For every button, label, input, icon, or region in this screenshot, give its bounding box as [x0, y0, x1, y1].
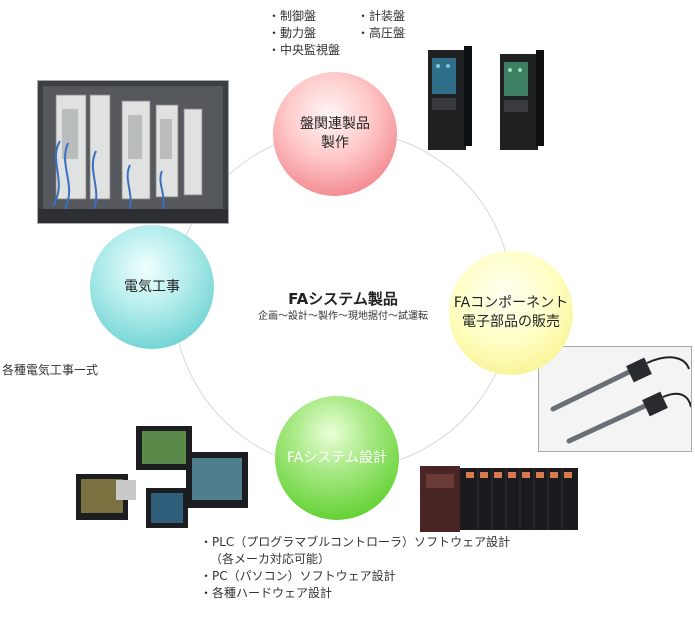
- heater-components-photo: [538, 346, 692, 452]
- design-services-list: ・PLC（プログラマブルコントローラ）ソフトウェア設計 （各メーカ対応可能） ・…: [200, 534, 510, 602]
- controller-units-image: [428, 46, 544, 150]
- heater-components-image: [539, 347, 691, 451]
- plc-module-image: [420, 466, 578, 532]
- fa-system-design-node: FAシステム設計: [275, 396, 399, 520]
- electrical-work-node: 電気工事: [90, 225, 214, 349]
- list-item: ・計装盤: [357, 9, 406, 23]
- fa-component-node: FAコンポーネント 電子部品の販売: [449, 251, 573, 375]
- touch-panels-photo: [76, 422, 258, 540]
- control-panel-image: [38, 81, 228, 223]
- fa-component-label-2: 電子部品の販売: [462, 314, 560, 330]
- list-item: ・動力盤: [268, 26, 317, 40]
- plc-module-photo: [420, 464, 578, 534]
- list-item: ・高圧盤: [357, 26, 406, 40]
- panel-products-label-2: 製作: [321, 135, 349, 151]
- panel-types-list-2: ・計装盤 ・高圧盤: [357, 8, 405, 42]
- electrical-work-label: 電気工事: [124, 278, 180, 295]
- panel-products-node: 盤関連製品 製作: [273, 72, 397, 196]
- fa-system-design-label: FAシステム設計: [287, 449, 387, 466]
- center-subtitle: 企画～設計～製作～現地据付～試運転: [258, 311, 428, 322]
- controller-units-photo: [424, 42, 552, 154]
- panel-types-list-1: ・制御盤 ・動力盤 ・中央監視盤: [268, 8, 340, 59]
- fa-component-label-1: FAコンポーネント: [453, 295, 569, 311]
- panel-products-label-1: 盤関連製品: [300, 116, 370, 132]
- list-item: （各メーカ対応可能）: [210, 552, 331, 566]
- center-title: FAシステム製品: [288, 290, 398, 308]
- list-item: ・各種ハードウェア設計: [200, 586, 333, 600]
- touch-panels-image: [76, 426, 248, 528]
- electrical-work-note: 各種電気工事一式: [2, 363, 99, 377]
- list-item: ・PC（パソコン）ソフトウェア設計: [200, 569, 396, 583]
- list-item: ・中央監視盤: [268, 43, 341, 57]
- list-item: ・制御盤: [268, 9, 317, 23]
- control-panel-photo: [37, 80, 229, 224]
- list-item: ・PLC（プログラマブルコントローラ）ソフトウェア設計: [200, 535, 511, 549]
